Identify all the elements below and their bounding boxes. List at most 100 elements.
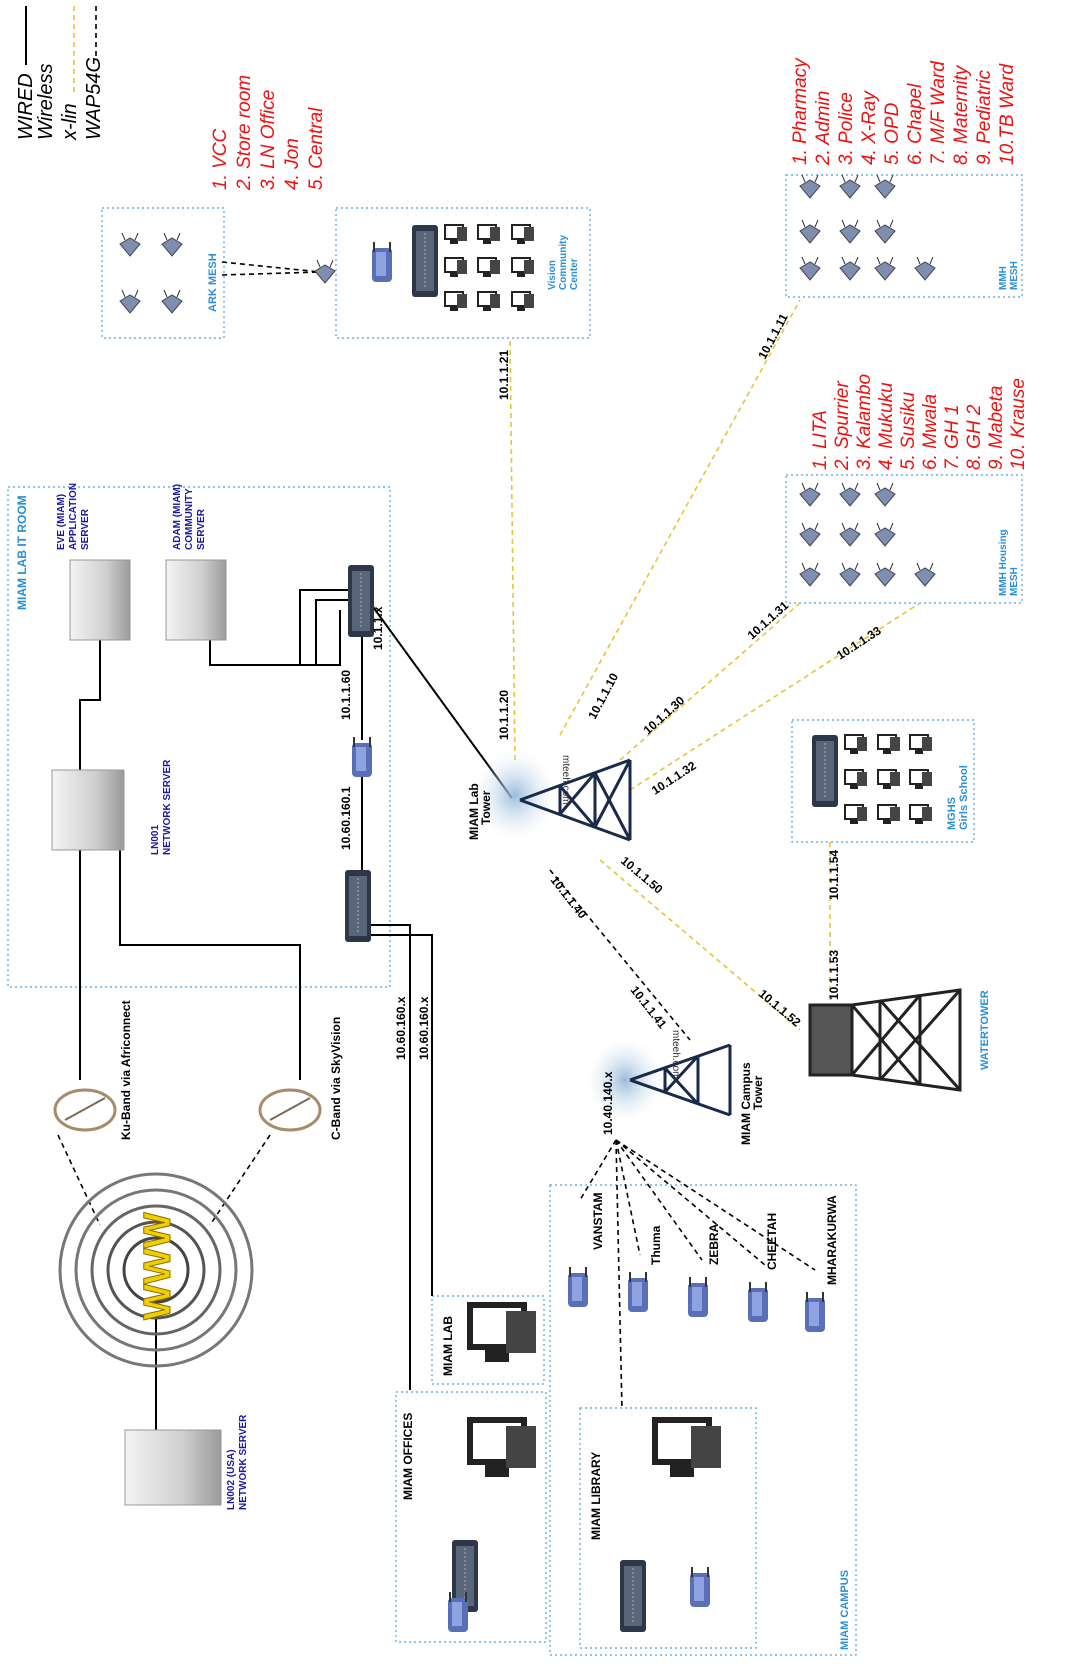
ark-node-1: 1. VCC [210,128,231,190]
offices-label: MIAM OFFICES [401,1413,415,1500]
watertower-icon [808,988,962,1092]
campus-to-thuma [615,1139,641,1256]
adam-link [209,610,341,666]
c-to-www-link [209,1134,271,1226]
eve-role-1: APPLICATION [68,483,79,550]
ip-10-1-1-32: 10.1.1.32 [649,758,699,797]
www-label: WWW [137,1212,179,1320]
offices-router [447,1591,469,1633]
it-switch-link-b [315,599,352,665]
housing-node-9: 9. Mabeta [986,386,1007,471]
mghs-switch [811,734,839,808]
ip-10-60-160-x-2: 10.60.160.x [417,996,431,1060]
housing-node-4: 4. Mukuku [876,382,897,470]
c-label: C-Band via SkyVision [329,1017,343,1140]
campus-to-mharakurwa [615,1139,816,1271]
ap-vanstam: VANSTAM [591,1192,605,1250]
lab-zone [431,1295,545,1385]
watertower-label: WATERTOWER [979,990,991,1070]
www-globe [58,1172,254,1368]
campus-to-zebra [615,1139,703,1261]
eve-server [69,559,131,641]
ip-labels: 10.1.1.x 10.1.1.60 10.60.160.1 10.60.160… [339,311,884,1135]
lab-tower-label-2: Tower [479,790,493,825]
ip-10-1-1-52: 10.1.1.52 [756,987,804,1030]
housing-node-7: 7. GH 1 [942,405,963,470]
it-room-zone [7,486,391,988]
ip-10-1-1-31: 10.1.1.31 [745,598,792,642]
ark-mesh-zone [101,207,225,339]
ip-10-1-1-20: 10.1.1.20 [497,690,511,740]
campus-tower-label-2: Tower [751,1075,765,1110]
library-switch [619,1559,647,1633]
ark-node-3: 3. LN Office [258,90,279,190]
ip-10-1-1-54: 10.1.1.54 [827,850,841,900]
ap-thuma: Thuma [649,1225,663,1265]
mghs-pcs [844,734,933,825]
ku-label: Ku-Band via Africonnect [119,1000,133,1140]
ark-wap-link-1 [221,271,321,276]
mmh-node-1: 1. Pharmacy [790,57,811,165]
ap-mharakurwa: MHARAKURWA [825,1195,839,1285]
housing-node-5: 5. Susiku [898,391,919,470]
ip-10-1-1-33: 10.1.1.33 [834,623,884,662]
lab-tower-glow [475,750,555,840]
connections [57,261,921,1430]
ark-mesh-nodes [119,232,336,314]
mmh-node-2: 2. Admin [813,91,834,166]
housing-mesh-zone [785,474,1023,604]
mmh-node-6: 6. Chapel [905,83,926,165]
mghs-zone [791,719,975,843]
ip-10-1-1-60: 10.1.1.60 [339,670,353,720]
ark-node-4: 4. Jon [282,138,303,190]
housing-label: MMH Housing [998,529,1009,596]
ark-node-2: 2. Store room [234,75,255,191]
bridge-router [351,736,373,778]
offices-zone [395,1391,547,1643]
campus-tower-icon [629,1043,732,1117]
vision-ap [371,241,393,283]
c-dish [258,1088,322,1132]
lab-tower-brand: mteeh.com [560,755,571,804]
ip-10-1-1-40: 10.1.1.40 [548,873,590,921]
ln002-role: NETWORK SERVER [238,1414,249,1510]
ln001-to-c-link [119,850,301,1080]
mghs-label-2: Girls School [958,765,970,830]
legend-wired: WIRED [15,73,37,140]
housing-node-1: 1. LITA [810,410,831,470]
ark-node-list: 1. VCC 2. Store room 3. LN Office 4. Jon… [210,75,327,191]
mmh-node-9: 9. Pediatric [974,69,995,165]
it-switch-link-a [299,589,352,665]
lab-to-vision-link [509,337,516,761]
vision-label-2: Community [558,235,569,290]
lab-to-campus-tower-link [549,869,691,1041]
lab-to-housing-a-link [619,602,801,761]
housing-node-3: 3. Kalambo [854,374,875,470]
mmh-node-list: 1. Pharmacy 2. Admin 3. Police 4. X-Ray … [790,57,1018,166]
lab-label: MIAM LAB [441,1316,455,1376]
mmh-node-5: 5. OPD [882,102,903,165]
adam-role-2: SERVER [196,508,207,550]
adam-role-1: COMMUNITY [184,488,195,550]
mghs-label: MGHS [946,797,958,830]
eve-name: EVE (MIAM) [56,494,67,550]
lab-to-watertower-link [599,859,801,1031]
mmh-node-7: 7. M/F Ward [928,60,949,165]
ln002-server [124,1429,222,1506]
zones [7,174,1023,1656]
campus-tower-glow [587,1038,663,1122]
campus-tower-label: MIAM Campus [739,1062,753,1145]
vision-zone [335,207,591,339]
ip-10-60-160-1: 10.60.160.1 [339,786,353,850]
ln002-name: LN002 (USA) [226,1449,237,1510]
library-pc [655,1420,721,1477]
ln001-name: LN001 [150,825,161,855]
campus-to-vanstam [579,1139,617,1201]
housing-node-8: 8. GH 2 [964,404,985,470]
housing-label-2: MESH [1009,567,1020,596]
ark-node-5: 5. Central [306,107,327,190]
lab-tower-icon [519,758,632,842]
legend-wap54g: WAP54G [83,57,105,140]
vision-pcs [444,224,535,312]
